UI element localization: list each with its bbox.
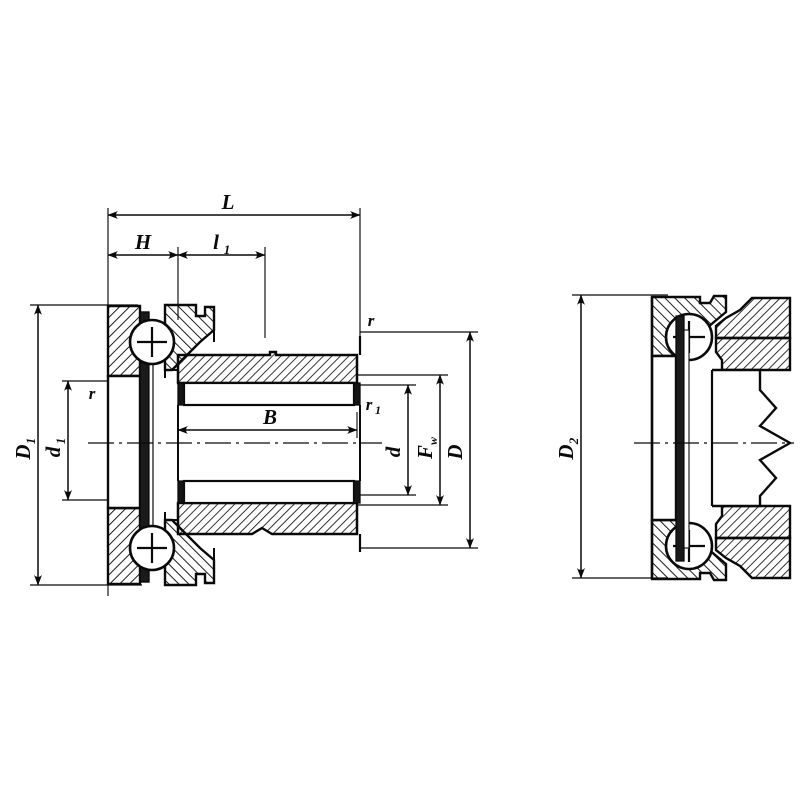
dimension-label-Fw-sub: w [426, 436, 440, 445]
dimension-label-r1-main: r [366, 395, 373, 414]
dimension-label-D2-main: D [554, 444, 578, 460]
right-view-inner-ring-upper [714, 296, 792, 372]
dimension-label-d-main: d [381, 446, 405, 457]
dimension-label-r1: r 1 [366, 395, 381, 417]
dimension-label-D1-main: D [11, 444, 35, 460]
dimension-label-r-left: r [89, 384, 96, 403]
dimension-label-B: B [262, 405, 277, 429]
dimension-label-d1-sub: 1 [53, 438, 68, 445]
dimension-label-l1-sub: 1 [224, 242, 231, 257]
dimension-label-l1: l 1 [213, 230, 230, 257]
dimension-label-H: H [134, 230, 152, 254]
dimension-label-r1-sub: 1 [375, 403, 381, 417]
dimension-line-B [177, 412, 358, 438]
dimension-label-d1: d 1 [41, 438, 68, 458]
dimension-label-D-main: D [443, 444, 467, 460]
left-view-outer-ring-upper [176, 350, 359, 385]
dimension-label-Fw: F w [413, 436, 440, 460]
left-view-roller-cavity-lower [177, 479, 361, 505]
dimension-label-d1-main: d [41, 446, 65, 457]
dimension-label-D1: D 1 [11, 438, 38, 461]
left-view-step-detail [164, 355, 179, 534]
dimension-label-D1-sub: 1 [23, 438, 38, 445]
dimension-label-L: L [221, 190, 235, 214]
dimension-label-D: D [443, 444, 467, 460]
right-view-inner-ring-lower [714, 504, 792, 580]
right-view-shim-strip [675, 315, 690, 562]
dimension-label-D2: D 2 [554, 437, 581, 460]
right-view-stepped-hub-profile [712, 368, 793, 508]
left-view-flange-plate [106, 304, 142, 586]
dimension-label-l1-main: l [213, 230, 219, 254]
left-view-outer-ring-lower [176, 501, 359, 536]
left-view-lower-thrust-assembly [128, 518, 216, 587]
dimension-label-d: d [381, 446, 405, 457]
dimension-label-D2-sub: 2 [566, 437, 581, 445]
left-view-roller-cavity-upper [177, 381, 361, 407]
dimension-label-r-right: r [368, 311, 375, 330]
dimension-label-Fw-main: F [413, 445, 437, 460]
left-view-upper-thrust-assembly [128, 303, 216, 372]
